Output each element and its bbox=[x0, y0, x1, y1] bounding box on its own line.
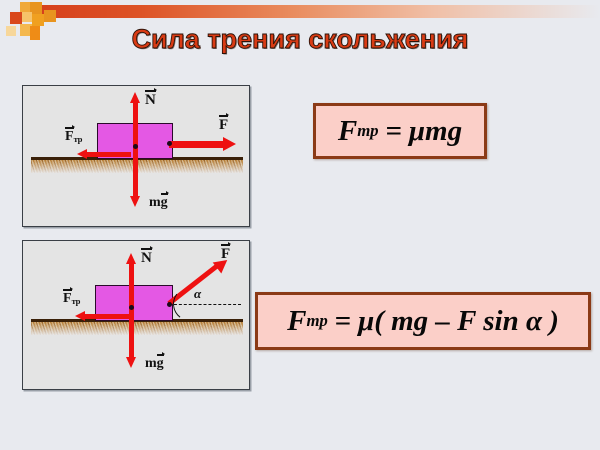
weight-force-arrow-head bbox=[126, 357, 136, 368]
decorative-square bbox=[30, 2, 42, 14]
decorative-squares bbox=[0, 0, 56, 44]
friction-force-arrow-shaft bbox=[85, 152, 131, 157]
angle-arc bbox=[170, 284, 210, 324]
formula-2-subscript: тр bbox=[306, 311, 328, 330]
force-application-point bbox=[133, 144, 138, 149]
friction-force-arrow-shaft bbox=[83, 314, 129, 319]
formula-1-equals: = bbox=[385, 114, 402, 147]
friction-force-arrow-head bbox=[75, 311, 85, 321]
normal-force-arrow-shaft bbox=[133, 102, 138, 158]
formula-1-subscript: тр bbox=[357, 121, 379, 140]
formula-1-lhs: F bbox=[337, 114, 358, 147]
decorative-square bbox=[22, 12, 32, 22]
weight-force-arrow-shaft bbox=[133, 146, 138, 198]
friction-force-arrow-head bbox=[77, 149, 87, 159]
decorative-square bbox=[44, 10, 56, 22]
decorative-square bbox=[20, 24, 32, 36]
force-application-point bbox=[167, 141, 172, 146]
formula-2-lhs: F bbox=[287, 304, 307, 337]
force-application-point bbox=[129, 305, 134, 310]
decorative-square bbox=[32, 14, 44, 26]
weight-force-arrow-shaft bbox=[129, 307, 134, 359]
decorative-square bbox=[10, 12, 22, 24]
ground-hatching bbox=[31, 322, 243, 335]
normal-force-label: N bbox=[141, 246, 153, 266]
friction-force-label: Fтр bbox=[63, 287, 81, 307]
formula-1-rhs: μmg bbox=[408, 114, 463, 147]
angle-reference-dashed-line bbox=[169, 304, 241, 305]
formula-2-equals: = bbox=[334, 304, 352, 337]
header-gradient-bar bbox=[40, 5, 600, 18]
force-application-point bbox=[167, 302, 172, 307]
normal-force-arrow-head bbox=[126, 253, 136, 264]
decorative-square bbox=[6, 26, 16, 36]
header-band bbox=[0, 0, 600, 40]
page-title: Сила трения скольжения bbox=[131, 24, 469, 55]
normal-force-arrow-head bbox=[130, 92, 140, 103]
normal-force-label: N bbox=[145, 88, 157, 108]
angle-label: α bbox=[194, 286, 202, 301]
applied-force-arrow-shaft bbox=[169, 141, 225, 148]
weight-force-arrow-head bbox=[130, 196, 140, 207]
applied-force-label: F bbox=[219, 113, 230, 133]
formula-2-rhs: μ( mg – F sin α ) bbox=[358, 304, 559, 337]
friction-force-label: Fтр bbox=[65, 125, 83, 145]
decorative-square bbox=[30, 26, 40, 40]
applied-force-label: F bbox=[221, 242, 232, 262]
decorative-square bbox=[20, 2, 30, 12]
normal-force-arrow-shaft bbox=[129, 263, 134, 320]
applied-force-arrow-head bbox=[223, 137, 236, 151]
